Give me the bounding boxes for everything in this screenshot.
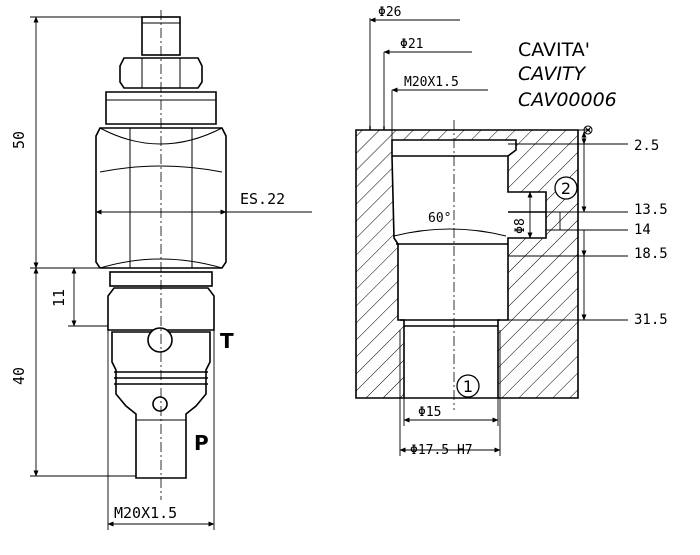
cavity-drawing <box>355 120 579 410</box>
port-t-hole <box>147 327 173 353</box>
port-2-label: 2 <box>561 179 571 198</box>
cavity-thread-label: M20X1.5 <box>404 75 459 90</box>
port-t-label: T <box>220 329 234 353</box>
dia-8-label: Φ8 <box>513 218 528 234</box>
depth-18-5-label: 18.5 <box>634 246 668 262</box>
depth-2-5-label: 2.5 <box>634 138 659 154</box>
dim-11-label: 11 <box>50 289 68 307</box>
depth-31-5-label: 31.5 <box>634 312 668 328</box>
title-line-3: CAV00006 <box>518 89 617 111</box>
dia-21-label: Φ21 <box>400 37 423 52</box>
cavity-body <box>355 129 579 399</box>
reference-mark-symbol <box>583 125 593 135</box>
port-1-circle <box>456 374 480 398</box>
port-p-hole <box>152 396 168 412</box>
dia-26-label: Φ26 <box>378 5 401 20</box>
port-2-circle <box>554 176 578 200</box>
depth-13-5-label: 13.5 <box>634 202 668 218</box>
dim-50-label: 50 <box>10 131 28 149</box>
title-line-1: CAVITA' <box>518 39 590 61</box>
hex-size-label: ES.22 <box>240 190 285 208</box>
dia-17-5-label: Φ17.5 H7 <box>410 443 473 458</box>
dia-15-label: Φ15 <box>418 405 441 420</box>
valve-thread-label: M20X1.5 <box>114 504 177 522</box>
valve-dimension-lines <box>30 16 312 530</box>
depth-14-label: 14 <box>634 222 651 238</box>
cavity-dimension-lines <box>369 17 628 456</box>
dim-40-label: 40 <box>10 367 28 385</box>
port-1-label: 1 <box>463 377 473 396</box>
port-p-label: P <box>194 431 209 455</box>
angle-60-label: 60° <box>428 211 451 226</box>
title-line-2: CAVITY <box>518 63 587 85</box>
